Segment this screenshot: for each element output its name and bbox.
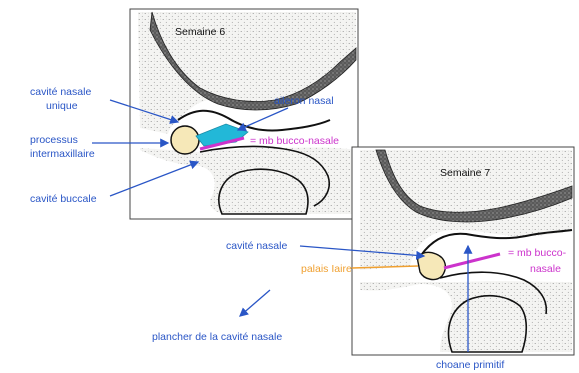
label-palais-primaire: palais Iaire — [301, 263, 352, 275]
week7-primary-palate — [418, 252, 446, 279]
panel-week-6: Semaine 6 — [130, 9, 358, 219]
label-cavite-nasale-unique-line1: cavité nasale — [30, 86, 91, 98]
label-cavite-buccale: cavité buccale — [30, 193, 97, 205]
arrow-plancher — [240, 290, 270, 316]
week6-intermaxillary-process — [171, 126, 199, 154]
label-mb-bucco-nasale-week7-line1: = mb bucco- — [508, 247, 567, 259]
label-choane: choane primitif — [436, 359, 504, 371]
label-mb-bucco-nasale-week7-line2: nasale — [530, 263, 561, 275]
label-plancher: plancher de la cavité nasale — [152, 331, 282, 343]
label-aileron-nasal: aileron nasal — [274, 95, 334, 107]
label-mb-bucco-nasale-week6: = mb bucco-nasale — [250, 135, 339, 147]
label-processus-line1: processus — [30, 134, 78, 146]
label-cavite-nasale-unique-line2: unique — [46, 100, 78, 112]
label-cavite-nasale: cavité nasale — [226, 240, 287, 252]
label-processus-line2: intermaxillaire — [30, 148, 95, 160]
week6-title: Semaine 6 — [175, 26, 225, 38]
week7-title: Semaine 7 — [440, 167, 490, 179]
